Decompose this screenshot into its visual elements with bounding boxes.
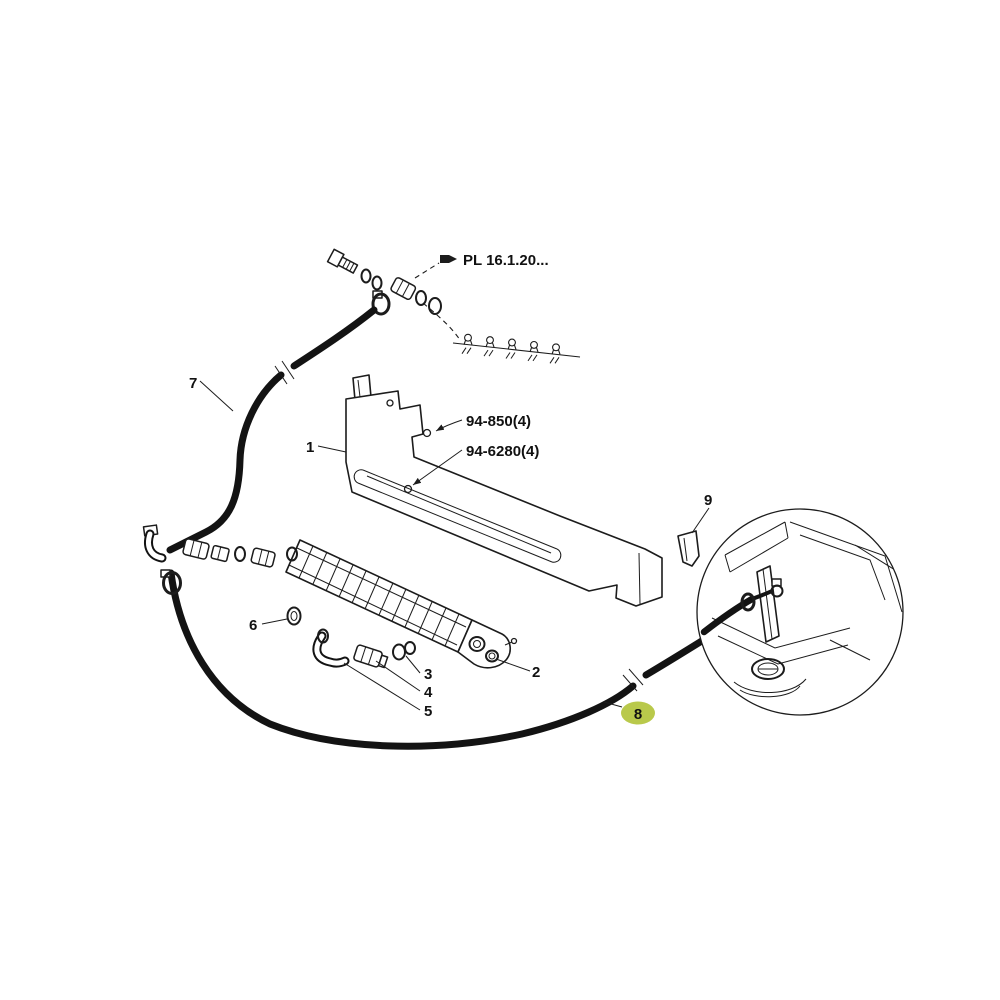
callout-6[interactable]: 6 bbox=[249, 617, 257, 634]
union-fitting bbox=[390, 277, 417, 301]
cooler-inlet-port bbox=[286, 546, 298, 562]
oil-cooler bbox=[285, 539, 518, 669]
elbow-hose-5 bbox=[312, 628, 350, 668]
fastener-ref-94-6280[interactable]: 94-6280(4) bbox=[466, 443, 539, 460]
hose-fitting-4 bbox=[353, 644, 389, 669]
callout-5[interactable]: 5 bbox=[424, 703, 432, 720]
clip-bracket-9 bbox=[677, 530, 700, 567]
callout-9[interactable]: 9 bbox=[704, 492, 712, 509]
elbow-banjo-fitting bbox=[142, 524, 167, 563]
hose-end bbox=[700, 595, 756, 636]
break-mark bbox=[281, 360, 295, 380]
leader-line-7 bbox=[199, 380, 234, 412]
leader-line-9 bbox=[691, 507, 710, 534]
leader-line-8 bbox=[603, 701, 623, 708]
reference-leader-line bbox=[414, 262, 440, 279]
pl-catalog-reference[interactable]: PL 16.1.20... bbox=[463, 252, 549, 269]
hose-clamp bbox=[371, 290, 391, 316]
grommet-6 bbox=[286, 606, 302, 626]
mounting-bracket bbox=[345, 374, 663, 607]
filler-cap bbox=[733, 658, 807, 698]
washer bbox=[415, 290, 427, 306]
fastener-ref-94-850[interactable]: 94-850(4) bbox=[466, 413, 531, 430]
reference-leader-line bbox=[422, 302, 461, 341]
seal-ring bbox=[234, 546, 246, 562]
break-mark bbox=[628, 668, 644, 686]
callout-1[interactable]: 1 bbox=[306, 439, 314, 456]
leader-line-5 bbox=[343, 662, 421, 711]
bolt-icon bbox=[440, 255, 457, 263]
leader-line-1 bbox=[317, 445, 347, 453]
callout-2[interactable]: 2 bbox=[532, 664, 540, 681]
arrow-94-850 bbox=[435, 419, 463, 432]
hex-adapter bbox=[182, 538, 210, 560]
hose-7 bbox=[166, 306, 378, 554]
outlet-fitting-group bbox=[142, 524, 276, 595]
detail-view-content bbox=[700, 521, 903, 698]
callout-4[interactable]: 4 bbox=[424, 684, 433, 701]
leader-line-3 bbox=[405, 655, 421, 674]
inlet-fitting-assembly bbox=[326, 248, 442, 316]
callout-3[interactable]: 3 bbox=[424, 666, 432, 683]
detail-view bbox=[696, 508, 904, 716]
leader-line-4 bbox=[375, 660, 421, 692]
hose-clamp bbox=[160, 569, 182, 595]
arrow-94-6280 bbox=[412, 449, 463, 486]
seal-rings-3 bbox=[392, 641, 416, 661]
bolt-94-6280 bbox=[403, 484, 413, 494]
leader-line-6 bbox=[261, 618, 288, 625]
break-mark bbox=[274, 365, 288, 385]
union-fitting bbox=[250, 547, 276, 568]
break-mark bbox=[622, 674, 638, 692]
part-8-highlight[interactable] bbox=[621, 701, 655, 725]
nut bbox=[210, 544, 230, 563]
clamp-strip bbox=[452, 333, 581, 364]
banjo-bolt bbox=[326, 248, 359, 274]
screw bbox=[386, 399, 394, 407]
callout-8[interactable]: 8 bbox=[634, 706, 642, 723]
banjo-connector bbox=[770, 578, 784, 598]
callout-7[interactable]: 7 bbox=[189, 375, 197, 392]
washer bbox=[360, 268, 372, 284]
cooler-fins bbox=[298, 545, 460, 647]
cooler-end-tank bbox=[457, 619, 518, 669]
leader-line-2 bbox=[495, 658, 531, 672]
screw-94-850 bbox=[422, 428, 432, 438]
seal-ring bbox=[428, 297, 442, 315]
hose-clamp bbox=[740, 592, 756, 612]
washer bbox=[371, 275, 383, 291]
